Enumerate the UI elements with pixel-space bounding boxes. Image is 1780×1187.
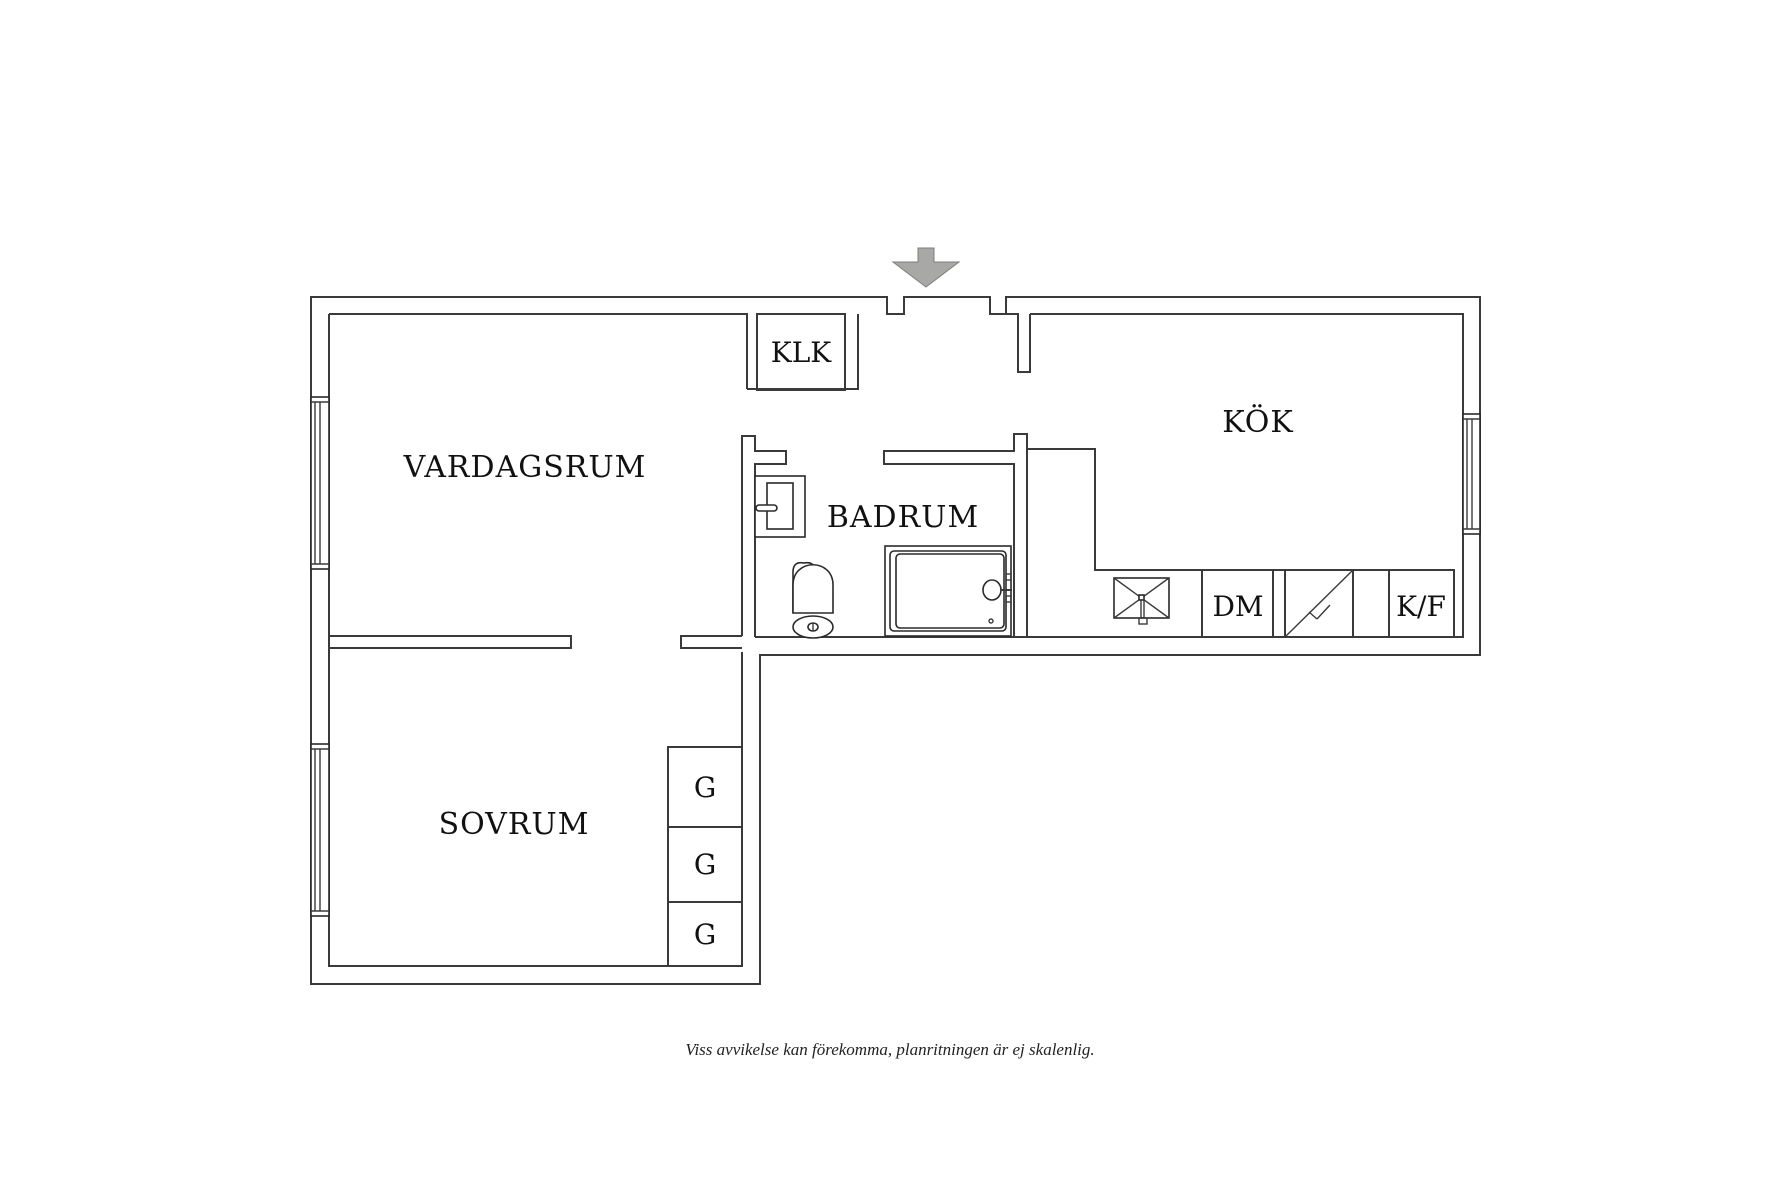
fridge-freezer: K/F — [1388, 569, 1455, 638]
wardrobe-label-3: G — [694, 918, 716, 951]
window-living-room — [310, 396, 330, 570]
living-bedroom-walls — [329, 635, 742, 649]
wardrobe-label-2: G — [694, 848, 716, 881]
room-label-sovrum: SOVRUM — [439, 807, 590, 842]
disclaimer-caption: Viss avvikelse kan förekomma, planritnin… — [685, 1040, 1095, 1059]
dishwasher: DM — [1201, 569, 1274, 638]
window-bedroom — [310, 743, 330, 917]
room-label-kok: KÖK — [1222, 404, 1294, 440]
room-label-klk: KLK — [771, 336, 833, 369]
wardrobes: G G G — [667, 746, 743, 967]
stove-icon — [1272, 569, 1354, 638]
outer-walls — [310, 296, 1481, 985]
room-label-vardagsrum: VARDAGSRUM — [403, 450, 647, 485]
kitchen-sink-icon — [1113, 577, 1170, 625]
window-kitchen — [1462, 413, 1481, 535]
bathroom-walls — [741, 433, 1028, 638]
dishwasher-label: DM — [1212, 590, 1263, 623]
washbasin-icon — [754, 475, 806, 538]
entrance-arrow-icon — [891, 247, 961, 288]
fridge-freezer-label: K/F — [1396, 590, 1446, 623]
closet-klk: KLK — [756, 313, 846, 391]
toilet-icon — [792, 561, 834, 639]
shower-icon — [884, 545, 1012, 637]
room-label-badrum: BADRUM — [827, 500, 979, 535]
wardrobe-label-1: G — [694, 771, 716, 804]
